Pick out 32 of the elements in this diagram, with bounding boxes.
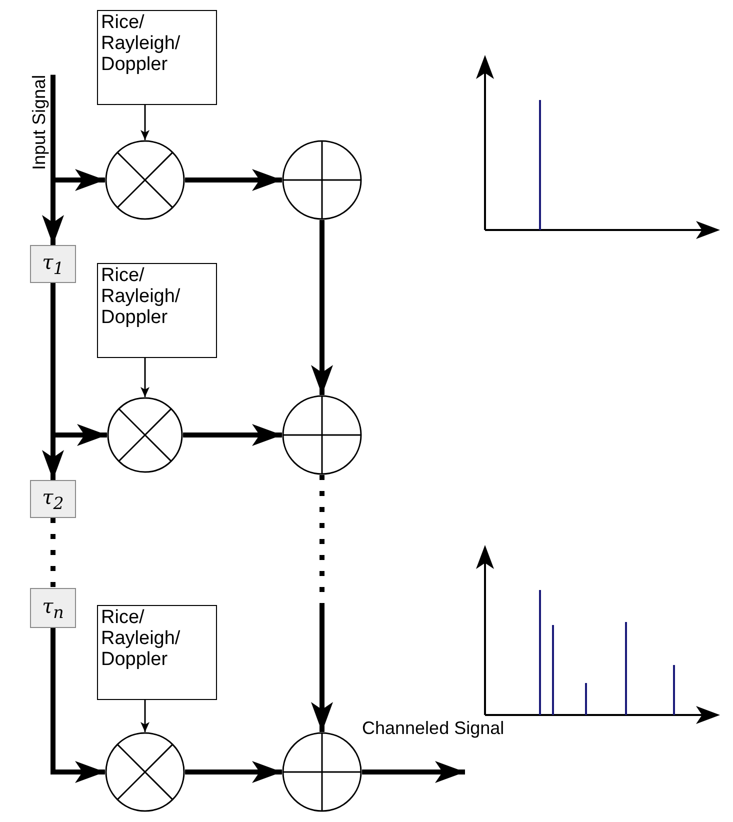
delay-box (30, 588, 76, 628)
arrow (140, 358, 150, 397)
edge-label: Channeled Signal (362, 718, 504, 739)
arrow (185, 169, 282, 191)
delay-label: τ$_{n}$ (42, 594, 64, 622)
fading-model-box (97, 605, 217, 700)
fading-model-box (97, 10, 217, 105)
arrow (42, 74, 64, 245)
delay-label: τ$_{1}$ (42, 250, 64, 278)
multiplier-circle (105, 140, 185, 220)
arrow (311, 220, 333, 395)
arrow (185, 761, 282, 783)
delay-box (30, 245, 76, 283)
connector-line (50, 518, 56, 588)
input-label: Input Signal (29, 74, 50, 170)
box-label: Rice/ Rayleigh/ Doppler (101, 12, 180, 75)
arrow (140, 700, 150, 732)
fading-model-box (97, 263, 217, 358)
arrow (311, 475, 333, 732)
adder-circle (282, 140, 362, 220)
adder-circle (282, 395, 362, 475)
arrow (362, 761, 465, 783)
arrow (183, 424, 282, 446)
delay-box (30, 480, 76, 518)
arrow (50, 628, 105, 783)
delay-label: τ$_{2}$ (42, 485, 64, 513)
box-label: Rice/ Rayleigh/ Doppler (101, 265, 180, 328)
box-label: Rice/ Rayleigh/ Doppler (101, 607, 180, 670)
adder-circle (282, 732, 362, 812)
multiplier-circle (105, 732, 185, 812)
arrow (140, 105, 150, 140)
multiplier-circle (107, 397, 183, 473)
